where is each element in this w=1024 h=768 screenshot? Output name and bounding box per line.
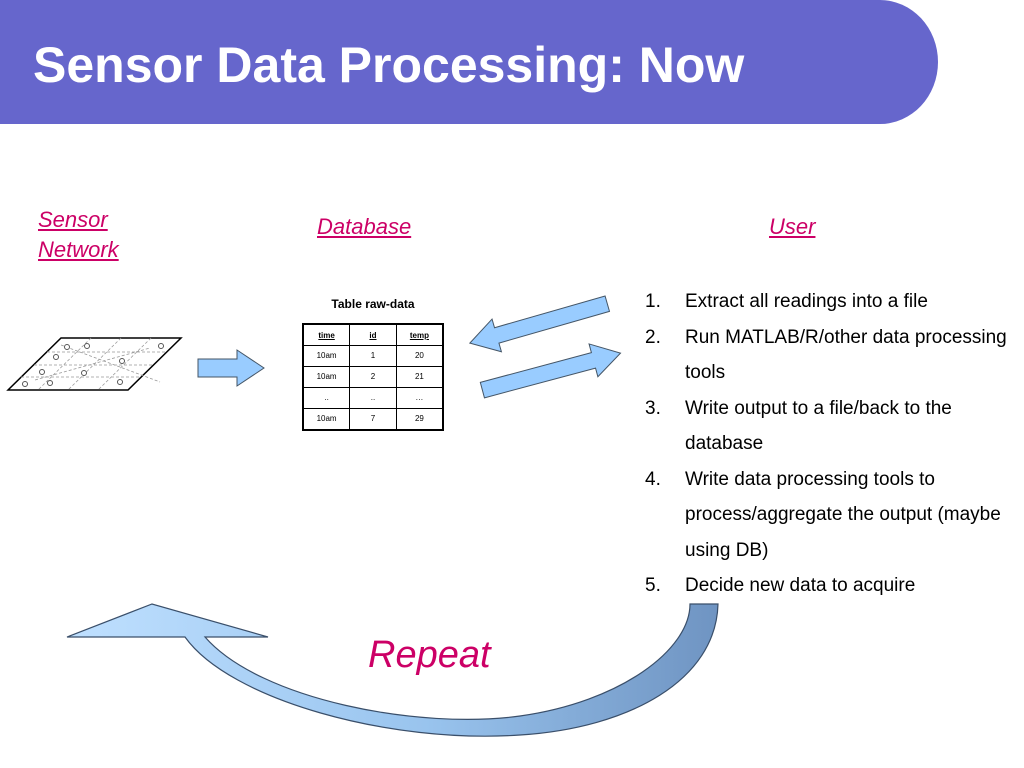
repeat-arrow [66,603,719,737]
user-label: User [769,214,816,239]
sensor-node [39,369,45,375]
sensor-node [117,379,123,385]
table-cell: .. [302,386,351,409]
sensor-node [47,380,53,386]
table-cell: 21 [395,365,444,388]
database-label: Database [317,214,412,239]
table-cell: 10am [302,407,351,431]
raw-data-table: time id temp 10am 1 20 10am 2 21 .. .. …… [302,323,444,431]
step-number: 2. [645,326,661,348]
step-item: 3. Write output to a file/back to the dat… [645,391,1020,462]
arrow-sensor-to-database [197,349,265,387]
table-row: 10am 1 20 [302,345,444,367]
step-item: 4. Write data processing tools to process… [645,462,1020,569]
step-text: Decide new data to acquire [685,575,916,596]
sensor-node [64,344,70,350]
table-header-time: time [302,323,351,346]
table-cell: … [395,386,444,409]
step-number: 3. [645,397,661,419]
step-number: 4. [645,468,661,490]
sensor-network-label: Sensor Network [38,205,119,265]
table-header-temp: temp [395,323,444,346]
table-title: Table raw-data [331,297,415,311]
sensor-node [22,381,28,387]
slide-title: Sensor Data Processing: Now [33,37,745,93]
table-cell: 7 [349,407,397,431]
table-cell: .. [349,386,397,409]
sensor-node [81,370,87,376]
table-header-row: time id temp [302,323,444,346]
step-text: Write data processing tools to process/a… [685,468,1001,561]
step-text: Extract all readings into a file [685,291,928,312]
table-cell: 10am [302,365,351,388]
step-number: 5. [645,575,661,596]
table-row: 10am 7 29 [302,407,444,431]
table-header-id: id [349,323,397,346]
title-banner [0,0,938,124]
arrow-database-to-user [479,343,622,399]
table-cell: 10am [302,345,351,367]
step-text: Run MATLAB/R/other data processing tools [685,326,1007,384]
sensor-network-label-line2: Network [38,237,119,262]
step-item: 5. Decide new data to acquire [645,568,1020,604]
table-cell: 2 [349,365,397,388]
table-cell: 20 [395,345,444,367]
sensor-network-label-line1: Sensor [38,207,108,232]
table-cell: 1 [349,345,397,367]
title-bar [0,0,938,128]
step-item: 1. Extract all readings into a file [645,284,1020,320]
table-cell: 29 [395,407,444,431]
step-text: Write output to a file/back to the datab… [685,397,952,455]
step-item: 2. Run MATLAB/R/other data processing too… [645,320,1020,391]
step-number: 1. [645,291,661,312]
sensor-node [158,343,164,349]
repeat-label: Repeat [368,634,491,676]
sensor-node [84,343,90,349]
sensor-node [53,354,59,360]
user-steps-list: 1. Extract all readings into a file 2. Run… [645,284,1020,604]
table-row: 10am 2 21 [302,365,444,388]
sensor-network-icon [6,337,183,391]
table-row: .. .. … [302,386,444,409]
arrow-user-to-database [468,295,611,353]
sensor-node [119,358,125,364]
